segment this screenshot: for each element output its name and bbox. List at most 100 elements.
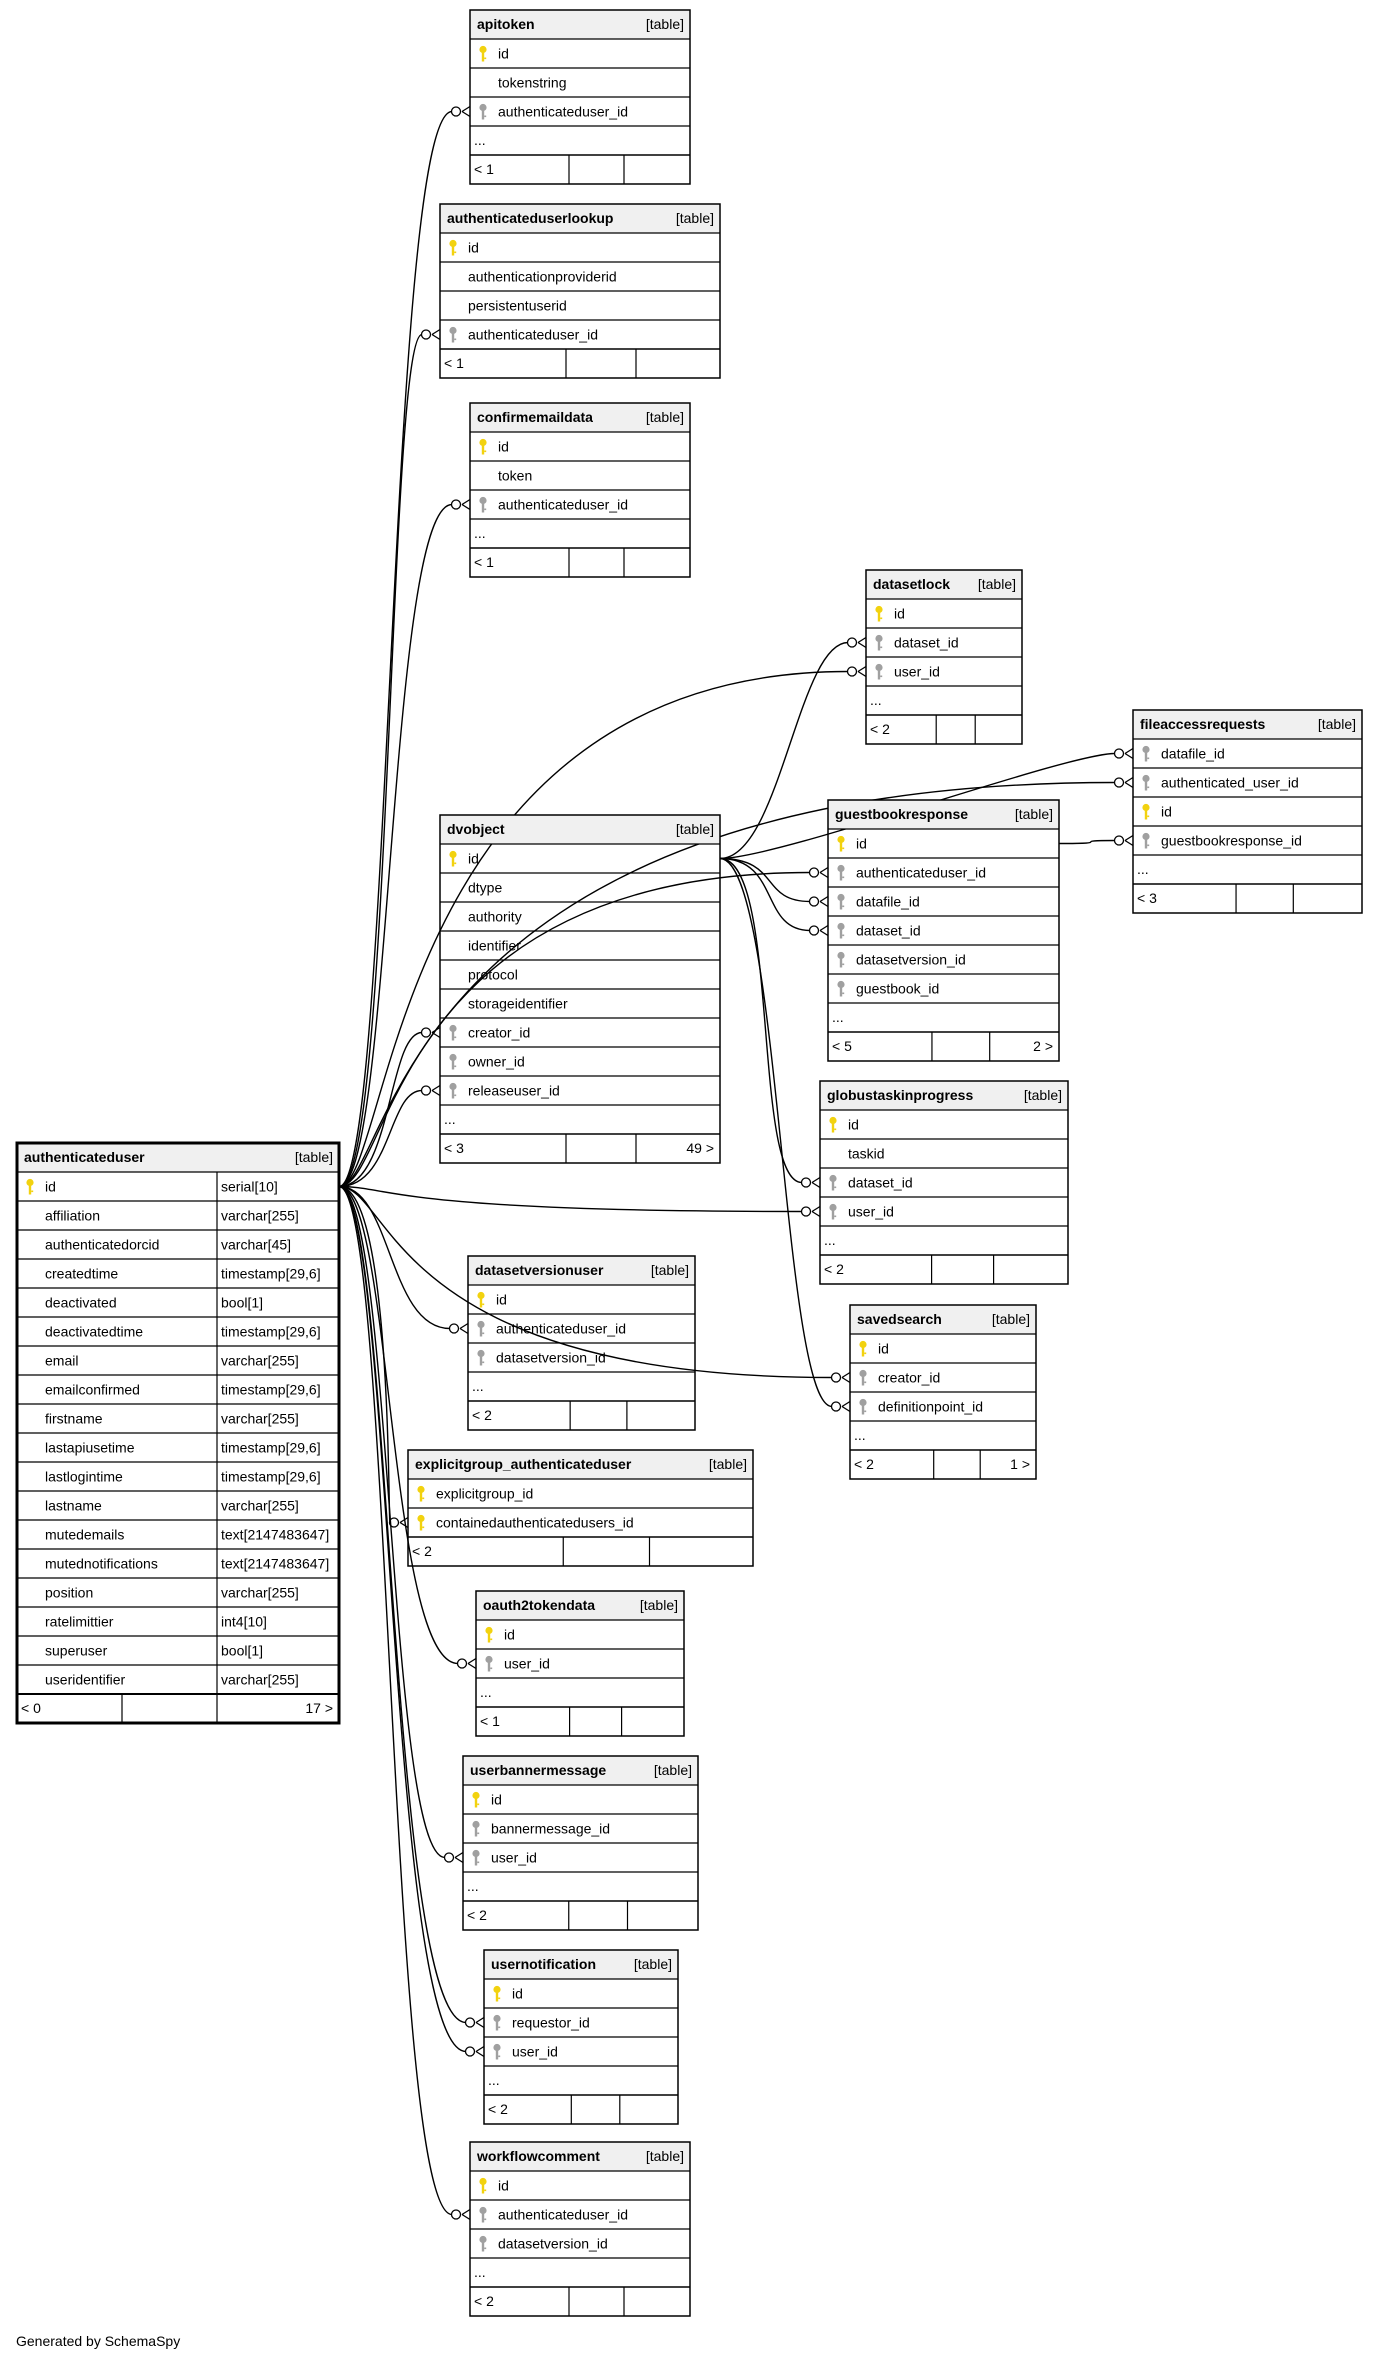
column-row[interactable]: identifier	[468, 938, 521, 954]
column-row[interactable]: id	[472, 1792, 502, 1808]
children-count[interactable]: 2 >	[1033, 1038, 1053, 1054]
parents-count[interactable]: < 3	[1137, 890, 1157, 906]
column-row[interactable]: protocol	[468, 967, 518, 983]
column-row[interactable]: datasetversion_id	[479, 2236, 608, 2252]
column-row[interactable]: authenticateduser_id	[479, 2207, 628, 2223]
column-row[interactable]: user_id	[485, 1656, 550, 1672]
parents-count[interactable]: < 1	[474, 554, 494, 570]
column-row[interactable]: authority	[468, 909, 522, 925]
parents-count[interactable]: < 0	[21, 1700, 41, 1716]
column-row[interactable]: bannermessage_id	[472, 1821, 610, 1837]
column-row[interactable]: tokenstring	[498, 75, 566, 91]
column-row[interactable]: storageidentifier	[468, 996, 568, 1012]
parents-count[interactable]: < 5	[832, 1038, 852, 1054]
column-row[interactable]: authenticated_user_id	[1142, 775, 1299, 791]
children-count[interactable]: 17 >	[305, 1700, 333, 1716]
column-row[interactable]: authenticateduser_id	[479, 497, 628, 513]
column-row[interactable]: releaseuser_id	[449, 1083, 560, 1099]
column-row[interactable]: id	[479, 439, 509, 455]
column-row[interactable]: id	[829, 1117, 859, 1133]
parents-count[interactable]: < 1	[444, 355, 464, 371]
column-row[interactable]: dtype	[468, 880, 502, 896]
parents-count[interactable]: < 1	[480, 1713, 500, 1729]
table-usernotification[interactable]: usernotification[table]idrequestor_iduse…	[483, 1949, 679, 2125]
parents-count[interactable]: < 2	[870, 721, 890, 737]
parents-count[interactable]: < 2	[467, 1907, 487, 1923]
table-userbannermessage[interactable]: userbannermessage[table]idbannermessage_…	[462, 1755, 699, 1931]
parents-count[interactable]: < 2	[472, 1407, 492, 1423]
column-row[interactable]: dataset_id	[837, 923, 921, 939]
parents-count[interactable]: < 2	[488, 2101, 508, 2117]
column-row[interactable]: user_id	[472, 1850, 537, 1866]
parents-count[interactable]: < 2	[412, 1543, 432, 1559]
column-row[interactable]: authenticateduser_id	[477, 1321, 626, 1337]
column-row[interactable]: id	[479, 46, 509, 62]
table-explicitgroup_authenticateduser[interactable]: explicitgroup_authenticateduser[table]ex…	[407, 1449, 754, 1567]
column-row[interactable]: id	[479, 2178, 509, 2194]
table-fileaccessrequests[interactable]: fileaccessrequests[table]datafile_idauth…	[1132, 709, 1363, 914]
parents-count[interactable]: < 2	[474, 2293, 494, 2309]
column-row[interactable]: id	[485, 1627, 515, 1643]
column-row[interactable]: guestbook_id	[837, 981, 939, 997]
column-row[interactable]: datasetversion_id	[837, 952, 966, 968]
parents-count[interactable]: < 3	[444, 1140, 464, 1156]
column-row[interactable]: datafile_id	[837, 894, 920, 910]
table-authenticateduserlookup[interactable]: authenticateduserlookup[table]idauthenti…	[439, 203, 721, 379]
parents-count[interactable]: < 2	[854, 1456, 874, 1472]
column-row[interactable]: datasetversion_id	[477, 1350, 606, 1366]
column-row[interactable]: id	[859, 1341, 889, 1357]
column-row[interactable]: authenticateduser_id	[837, 865, 986, 881]
parents-count[interactable]: < 2	[824, 1261, 844, 1277]
table-workflowcomment[interactable]: workflowcomment[table]idauthenticateduse…	[469, 2141, 691, 2317]
table-apitoken[interactable]: apitoken[table]idtokenstringauthenticate…	[469, 9, 691, 185]
children-count[interactable]: 1 >	[1010, 1456, 1030, 1472]
table-dvobject[interactable]: dvobject[table]iddtypeauthorityidentifie…	[439, 814, 721, 1164]
column-row[interactable]: id	[837, 836, 867, 852]
column-row[interactable]: authenticationproviderid	[468, 269, 617, 285]
column-row[interactable]: id	[449, 240, 479, 256]
column-row[interactable]: user_id	[875, 664, 940, 680]
column-row[interactable]: explicitgroup_id	[417, 1486, 533, 1502]
column-row[interactable]: persistentuserid	[468, 298, 567, 314]
column-row[interactable]: definitionpoint_id	[859, 1399, 983, 1415]
column-row[interactable]: user_id	[493, 2044, 558, 2060]
table-savedsearch[interactable]: savedsearch[table]idcreator_iddefinition…	[849, 1304, 1037, 1480]
column-row[interactable]: id	[875, 606, 905, 622]
column-row[interactable]: containedauthenticatedusers_id	[417, 1515, 634, 1531]
column-row[interactable]: id	[493, 1986, 523, 2002]
column-row[interactable]: user_id	[829, 1204, 894, 1220]
column-row[interactable]: requestor_id	[493, 2015, 590, 2031]
column-row[interactable]: dataset_id	[875, 635, 959, 651]
column-row[interactable]: guestbookresponse_id	[1142, 833, 1302, 849]
column-row[interactable]: token	[498, 468, 532, 484]
column-row[interactable]: creator_id	[449, 1025, 530, 1041]
parents-count[interactable]: < 1	[474, 161, 494, 177]
children-count[interactable]: 49 >	[686, 1140, 714, 1156]
column-row[interactable]: owner_id	[449, 1054, 525, 1070]
column-row[interactable]: creator_id	[859, 1370, 940, 1386]
table-datasetversionuser[interactable]: datasetversionuser[table]idauthenticated…	[467, 1255, 696, 1431]
column-row[interactable]: datafile_id	[1142, 746, 1225, 762]
table-guestbookresponse[interactable]: guestbookresponse[table]idauthenticatedu…	[827, 799, 1060, 1062]
column-row[interactable]: authenticateduser_id	[449, 327, 598, 343]
column-row[interactable]: authenticateduser_id	[479, 104, 628, 120]
